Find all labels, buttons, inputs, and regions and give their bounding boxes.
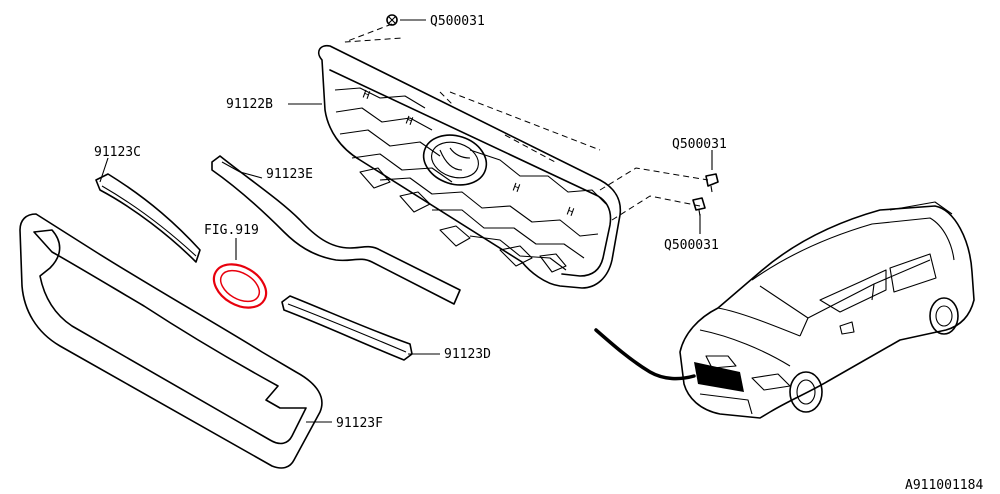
label-q-top: Q500031	[430, 14, 485, 29]
bolt-icon	[386, 14, 398, 26]
label-91123e: 91123E	[266, 167, 313, 182]
label-fig919: FIG.919	[204, 223, 259, 238]
upper-grille-91122b: H H H H	[318, 44, 622, 289]
label-q-right-upper: Q500031	[672, 137, 727, 152]
molding-91123e	[211, 155, 461, 305]
label-91123d: 91123D	[444, 347, 491, 362]
svg-text:H: H	[565, 205, 576, 219]
leader-lines	[99, 19, 713, 423]
dashed-guides	[344, 23, 709, 221]
outer-frame-91123f	[19, 213, 323, 469]
label-91122b: 91122B	[226, 97, 273, 112]
molding-91123c	[95, 173, 201, 263]
svg-text:H: H	[404, 114, 415, 128]
car-icon	[594, 201, 975, 419]
label-91123c: 91123C	[94, 145, 141, 160]
label-q-right-lower: Q500031	[664, 238, 719, 253]
svg-text:H: H	[361, 88, 372, 102]
diagram-id: A911001184	[905, 478, 983, 493]
bolt-icon	[692, 197, 706, 217]
fig919-emblem	[212, 263, 268, 309]
subaru-emblem-icon	[422, 134, 488, 186]
label-91123f: 91123F	[336, 416, 383, 431]
svg-text:H: H	[511, 181, 522, 195]
bolt-icon	[705, 173, 719, 193]
